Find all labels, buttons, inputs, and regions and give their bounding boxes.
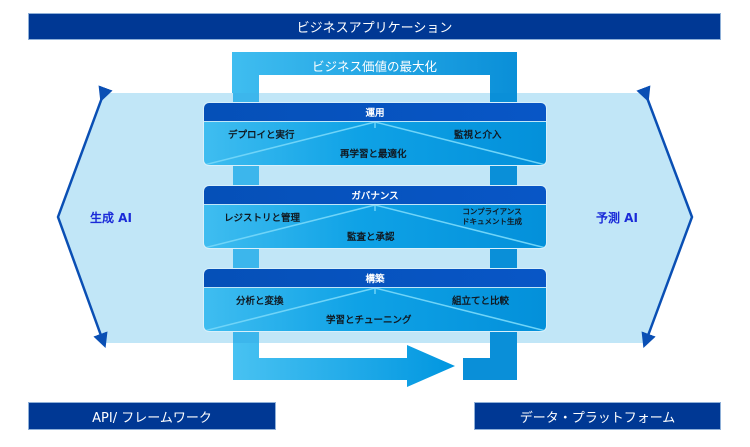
analyze-transform-label: 分析と変換: [236, 296, 284, 307]
panel-body: デプロイと実行 監視と介入 再学習と最適化: [204, 122, 546, 165]
business-applications-bar: ビジネスアプリケーション: [28, 13, 721, 40]
panel-header: 構築: [204, 269, 546, 288]
panel-header: ガバナンス: [204, 186, 546, 205]
compliance-doc-label: コンプライアンス ドキュメント生成: [462, 207, 522, 227]
compliance-line-1: コンプライアンス: [462, 207, 522, 216]
panel-divider-lines: [204, 205, 546, 248]
train-tune-label: 学習とチューニング: [326, 315, 412, 326]
generative-ai-label: 生成 AI: [90, 211, 132, 225]
panel-governance: ガバナンス レジストリと管理 コンプライアンス ドキュメント生成 監査と承認: [204, 186, 546, 248]
data-platform-bar: データ・プラットフォーム: [474, 402, 721, 430]
panel-build: 構築 分析と変換 組立てと比較 学習とチューニング: [204, 269, 546, 331]
compliance-line-2: ドキュメント生成: [462, 217, 522, 226]
left-double-arrow: [56, 85, 113, 349]
value-frame: [232, 52, 517, 100]
monitor-intervene-label: 監視と介入: [454, 130, 502, 141]
panel-body: 分析と変換 組立てと比較 学習とチューニング: [204, 288, 546, 331]
api-framework-bar: API/ フレームワーク: [28, 402, 276, 430]
panel-body: レジストリと管理 コンプライアンス ドキュメント生成 監査と承認: [204, 205, 546, 248]
panel-operations: 運用 デプロイと実行 監視と介入 再学習と最適化: [204, 103, 546, 165]
business-applications-label: ビジネスアプリケーション: [296, 21, 453, 36]
deploy-run-label: デプロイと実行: [228, 130, 295, 141]
data-platform-label: データ・プラットフォーム: [519, 410, 676, 426]
cycle-arrow-end: [463, 343, 517, 380]
right-double-arrow: [636, 85, 694, 349]
api-framework-label: API/ フレームワーク: [92, 410, 212, 426]
predictive-ai-label: 予測 AI: [596, 211, 638, 225]
panel-header: 運用: [204, 103, 546, 122]
retrain-optimize-label: 再学習と最適化: [340, 149, 407, 160]
assemble-compare-label: 組立てと比較: [452, 296, 510, 307]
audit-approve-label: 監査と承認: [347, 232, 395, 243]
cycle-arrow: [233, 343, 455, 387]
panel-divider-lines: [204, 122, 546, 165]
panel-divider-lines: [204, 288, 546, 331]
business-value-title: ビジネス価値の最大化: [311, 59, 437, 74]
registry-manage-label: レジストリと管理: [224, 213, 301, 224]
